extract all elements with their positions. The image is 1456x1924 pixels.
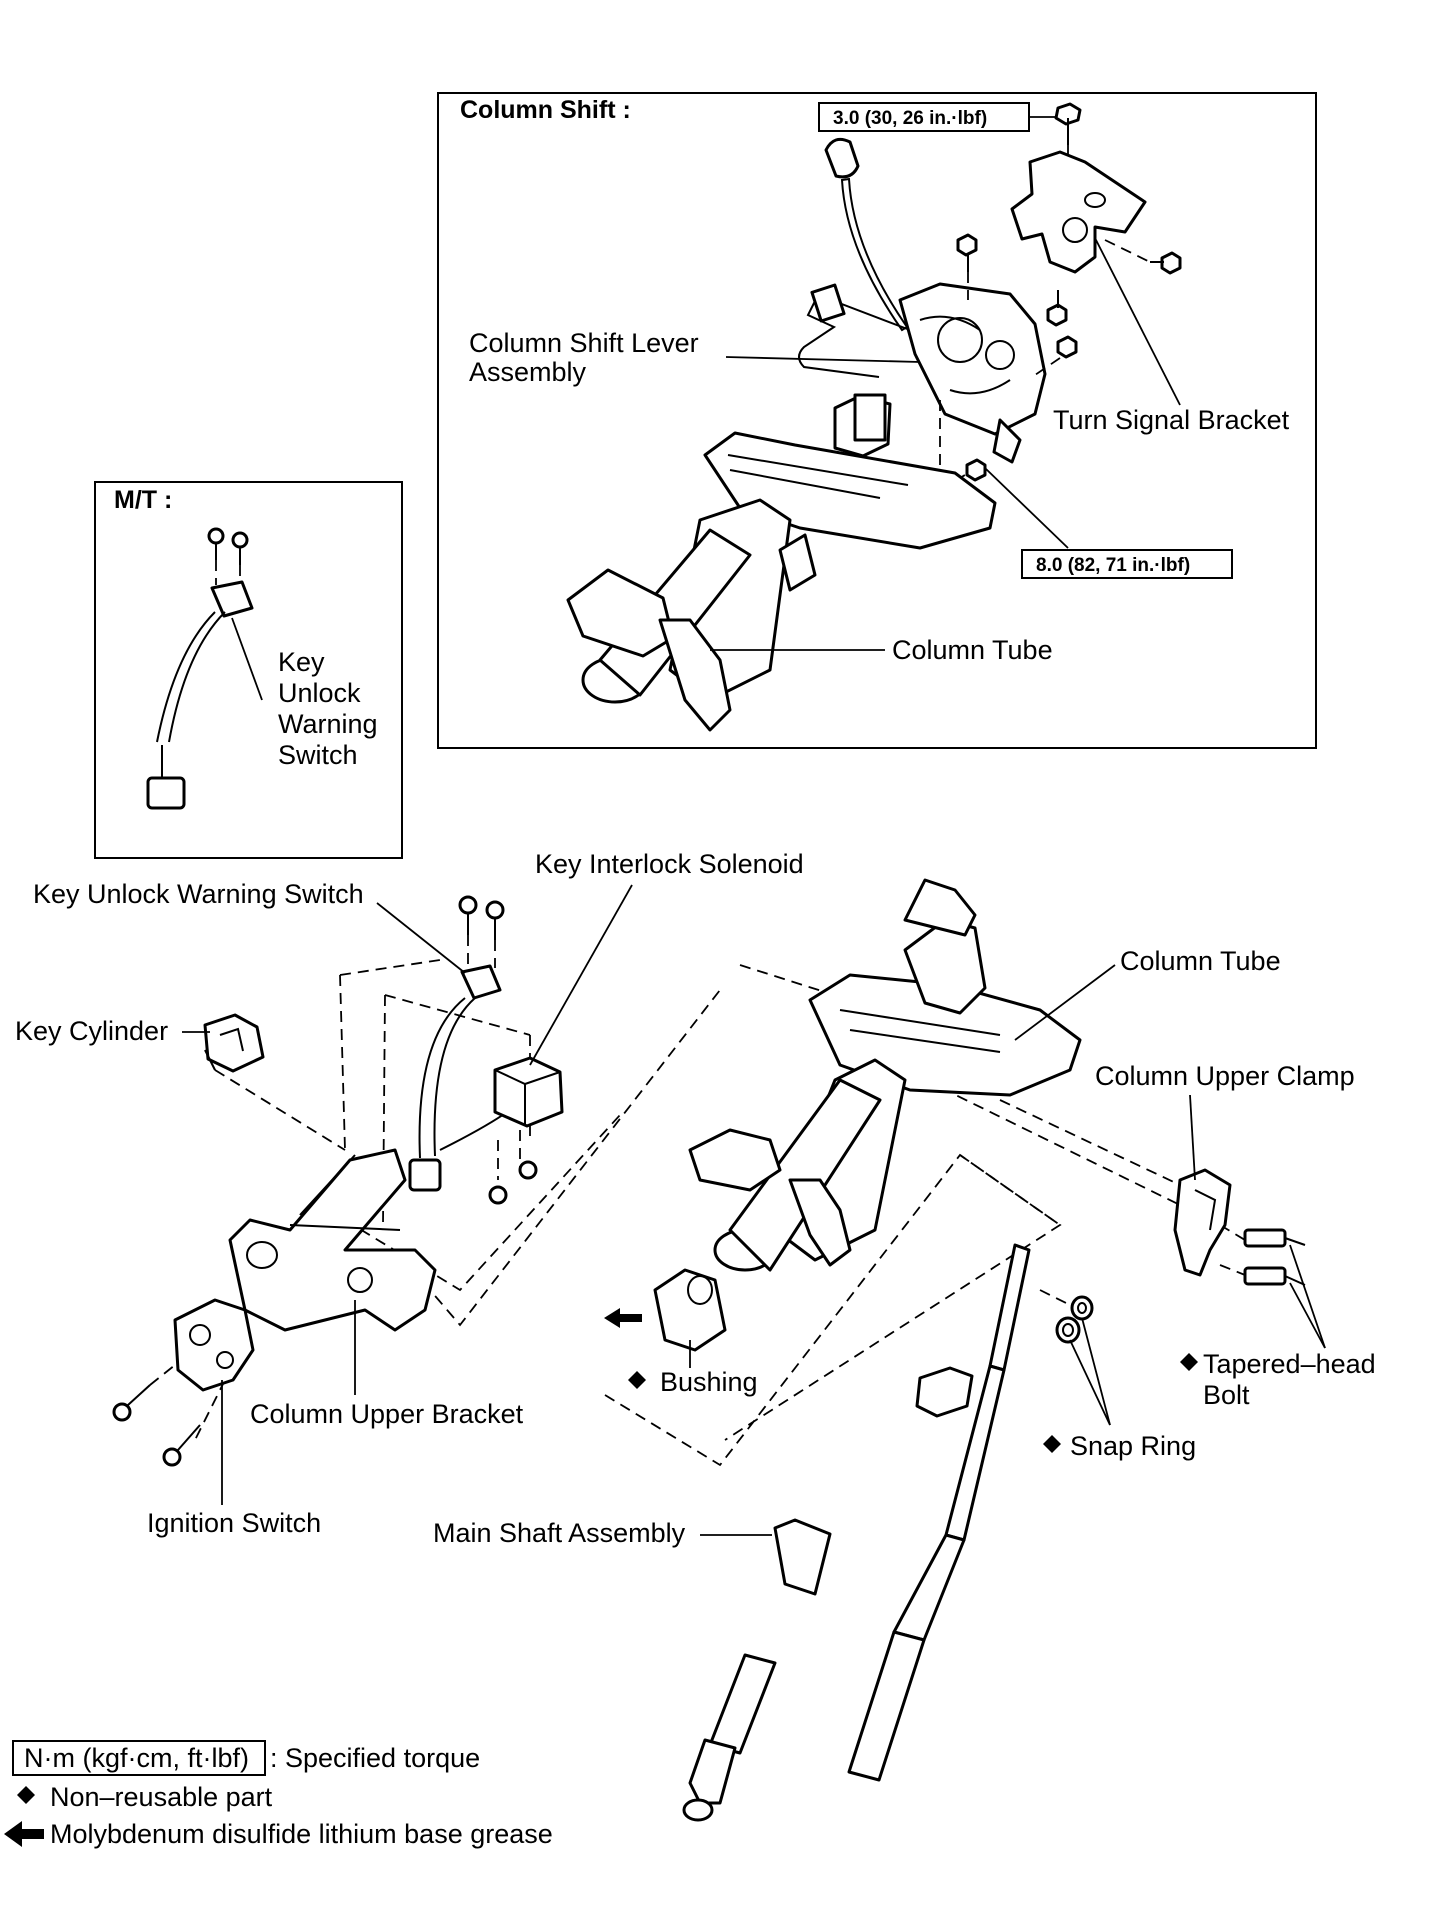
nonreusable-marker-icon: [1043, 1435, 1061, 1453]
column-tube-drawing: [688, 878, 1082, 1272]
column-shift-header: Column Shift :: [460, 96, 631, 124]
label-mt-key-l2: Unlock: [278, 678, 361, 708]
label-tapered-head-bolt-l2: Bolt: [1203, 1380, 1250, 1410]
label-turn-signal-bracket: Turn Signal Bracket: [1053, 405, 1290, 435]
label-tapered-head-bolt-l1: Tapered–head: [1203, 1349, 1376, 1379]
torque-lower-value: 8.0 (82, 71 in.·lbf): [1036, 555, 1190, 576]
grease-arrow-icon: [4, 1821, 44, 1847]
label-column-upper-bracket: Column Upper Bracket: [250, 1399, 524, 1429]
label-main-shaft-assembly: Main Shaft Assembly: [433, 1518, 686, 1548]
snap-ring-icon: [1070, 1295, 1094, 1321]
screw-icon: [485, 900, 505, 940]
bolt-icon: [1046, 290, 1068, 327]
nonreusable-marker-icon: [17, 1786, 35, 1804]
mt-inset-frame: [94, 481, 403, 859]
label-mt-key-l4: Switch: [278, 740, 358, 770]
snap-ring-icon: [1055, 1316, 1081, 1344]
legend-nonreusable: Non–reusable part: [50, 1782, 273, 1812]
legend-torque-unit: N·m (kgf·cm, ft·lbf): [24, 1743, 249, 1773]
nonreusable-marker-icon: [1180, 1353, 1198, 1371]
label-mt-key-l3: Warning: [278, 709, 378, 739]
legend: N·m (kgf·cm, ft·lbf) : Specified torque …: [4, 1740, 553, 1849]
mt-inset: M/T : Key Unlock Warning Switch: [94, 481, 403, 859]
column-shift-lever-assembly-drawing: [898, 282, 1047, 464]
shift-lever-drawing: [798, 137, 911, 378]
bolt-icon: [1150, 251, 1182, 275]
column-shift-inset: Column Shift : 3.0 (30, 26 in.·lbf): [437, 92, 1317, 749]
torque-upper-value: 3.0 (30, 26 in.·lbf): [833, 108, 987, 129]
screw-icon: [112, 1384, 151, 1422]
label-snap-ring: Snap Ring: [1070, 1431, 1196, 1461]
screw-icon: [458, 895, 478, 935]
screw-icon: [488, 1185, 508, 1205]
label-column-tube-inset: Column Tube: [892, 635, 1053, 665]
label-column-tube: Column Tube: [1120, 946, 1281, 976]
screw-icon: [207, 527, 225, 560]
legend-torque-box: [12, 1740, 266, 1776]
label-column-shift-lever-assembly-l2: Assembly: [469, 357, 587, 387]
label-column-shift-lever-assembly-l1: Column Shift Lever: [469, 328, 699, 358]
tapered-head-bolt-icon: [1243, 1228, 1306, 1248]
label-key-interlock-solenoid: Key Interlock Solenoid: [535, 849, 804, 879]
main-shaft-assembly-drawing: [682, 1243, 1031, 1822]
screw-icon: [162, 1424, 201, 1467]
bolt-icon: [965, 458, 987, 482]
grease-arrow-icon: [604, 1308, 642, 1328]
legend-torque-desc: : Specified torque: [270, 1743, 480, 1773]
column-tube-inset-drawing: [566, 393, 997, 732]
tapered-head-bolt-icon: [1243, 1266, 1306, 1286]
key-cylinder-drawing: [203, 1013, 265, 1073]
key-interlock-solenoid-drawing: [493, 1056, 564, 1128]
torque-box-lower: [1021, 549, 1233, 579]
turn-signal-bracket-drawing: [1010, 150, 1147, 274]
label-ignition-switch: Ignition Switch: [147, 1508, 321, 1538]
column-shift-inset-frame: [437, 92, 1317, 749]
nonreusable-marker-icon: [628, 1371, 646, 1389]
main-exploded-view: Key Interlock Solenoid Key Unlock Warnin…: [15, 849, 1376, 1822]
mt-header: M/T :: [114, 486, 172, 514]
label-bushing: Bushing: [660, 1367, 758, 1397]
ignition-switch-drawing: [173, 1298, 255, 1392]
label-mt-key-l1: Key: [278, 647, 325, 677]
column-upper-clamp-drawing: [1173, 1168, 1232, 1277]
key-unlock-warning-switch-mt-drawing: [146, 580, 254, 810]
column-upper-bracket-drawing: [228, 1148, 437, 1332]
screw-icon: [518, 1160, 538, 1180]
bushing-drawing: [653, 1268, 727, 1352]
bolt-icon: [1056, 335, 1078, 359]
label-column-upper-clamp: Column Upper Clamp: [1095, 1061, 1355, 1091]
bolt-icon: [1054, 102, 1082, 145]
legend-grease: Molybdenum disulfide lithium base grease: [50, 1819, 553, 1849]
bolt-icon: [956, 233, 978, 272]
screw-icon: [231, 531, 249, 565]
label-key-unlock-warning-switch: Key Unlock Warning Switch: [33, 879, 364, 909]
label-key-cylinder: Key Cylinder: [15, 1016, 168, 1046]
